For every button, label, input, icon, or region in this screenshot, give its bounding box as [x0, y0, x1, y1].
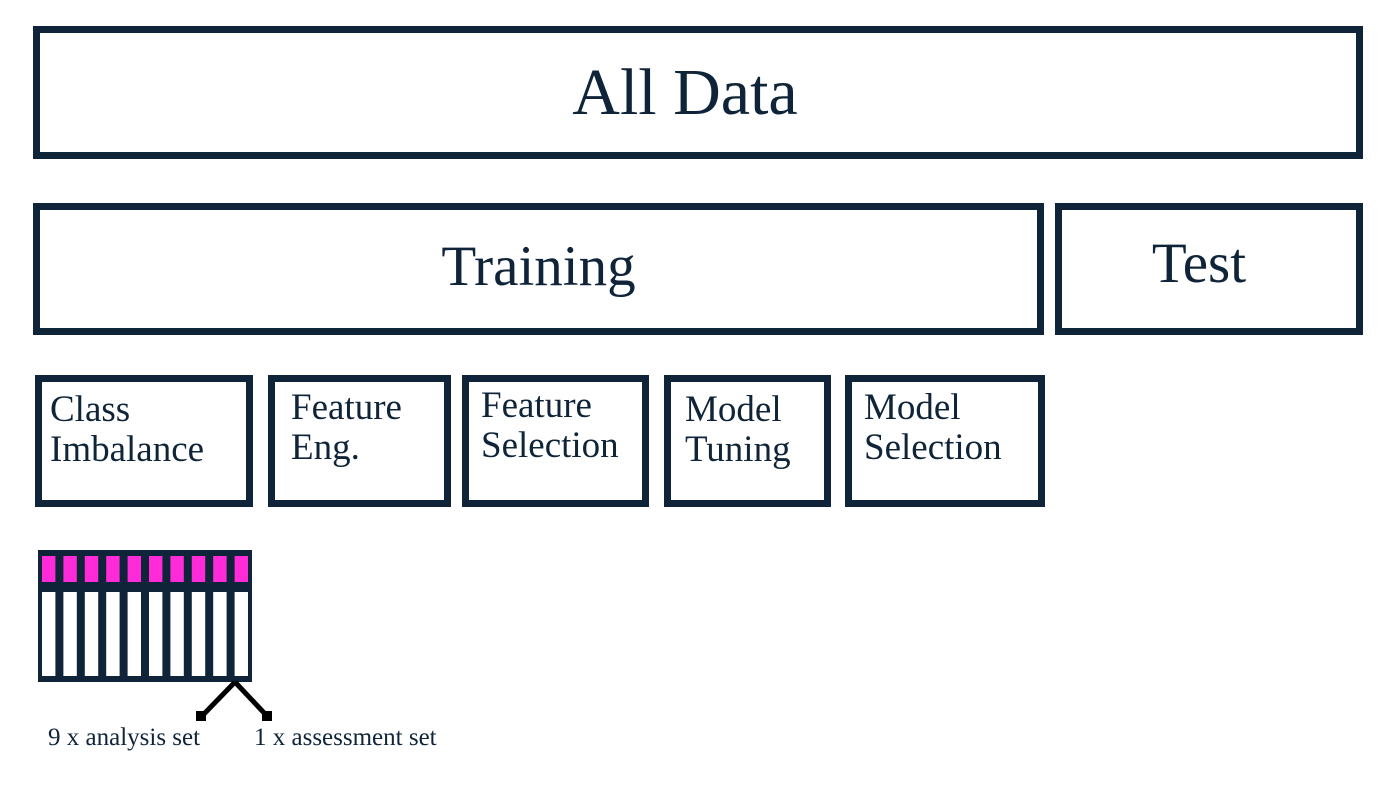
fold-cell — [63, 592, 77, 676]
step-label-feature-selection: Feature Selection — [481, 385, 619, 466]
all-data-label: All Data — [572, 55, 798, 129]
test-box: Test — [1055, 203, 1363, 335]
step-feature-eng: Feature Eng. — [268, 375, 451, 507]
fold-cell — [213, 592, 227, 676]
fold-cell — [84, 592, 99, 676]
fold-cell — [170, 592, 184, 676]
fold-header-cell — [170, 556, 184, 582]
fold-header-cell — [63, 556, 77, 582]
step-label-feature-eng: Feature Eng. — [291, 387, 402, 468]
fold-cell — [106, 592, 120, 676]
training-box: Training — [33, 203, 1044, 335]
folds-group — [38, 550, 252, 682]
fold-cell — [149, 592, 163, 676]
arrow-right-line — [233, 680, 269, 718]
arrow-left-line — [200, 680, 237, 718]
assessment-set-caption: 1 x assessment set — [254, 724, 437, 751]
arrow-right-head — [262, 711, 272, 721]
fold-header-cell — [127, 556, 141, 582]
arrow-left-head — [196, 711, 206, 721]
analysis-set-caption: 9 x analysis set — [48, 724, 201, 751]
step-model-selection: Model Selection — [845, 375, 1045, 507]
fold-cell — [42, 592, 56, 676]
fold-header-cell — [149, 556, 163, 582]
test-label: Test — [1151, 231, 1247, 295]
all-data-box: All Data — [33, 26, 1363, 159]
fold-cell — [127, 592, 141, 676]
step-class-imbalance: Class Imbalance — [35, 375, 253, 507]
step-label-class-imbalance: Class Imbalance — [50, 389, 205, 470]
fold-cell — [234, 592, 248, 676]
training-label: Training — [441, 234, 636, 298]
fold-header-cell — [106, 556, 120, 582]
fold-header-cell — [213, 556, 227, 582]
fold-header-cell — [84, 556, 99, 582]
step-model-tuning: Model Tuning — [664, 375, 831, 507]
fold-header-cell — [191, 556, 206, 582]
fold-cell — [191, 592, 206, 676]
step-label-model-selection: Model Selection — [864, 387, 1002, 468]
step-label-model-tuning: Model Tuning — [685, 389, 791, 470]
fold-header-cell — [234, 556, 248, 582]
split-arrow — [196, 680, 272, 721]
step-feature-selection: Feature Selection — [462, 375, 649, 507]
fold-header-cell — [42, 556, 56, 582]
